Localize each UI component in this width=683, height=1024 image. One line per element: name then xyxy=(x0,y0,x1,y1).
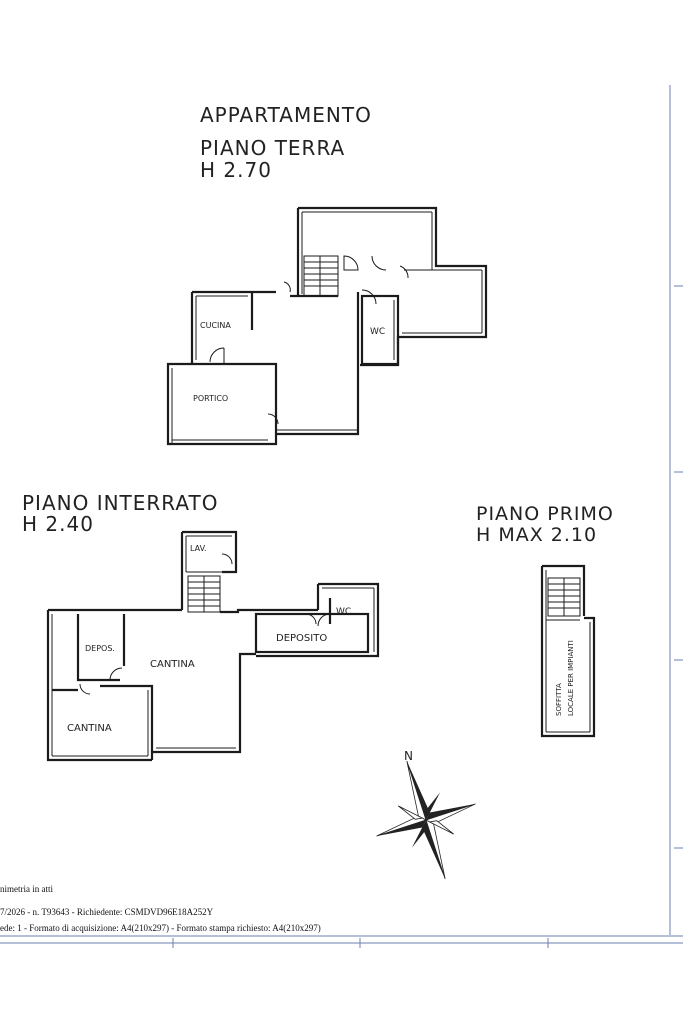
room-label-portico: PORTICO xyxy=(193,394,228,403)
basement-title: PIANO INTERRATO xyxy=(22,491,218,515)
footer-line-2: 7/2026 - n. T93643 - Richiedente: CSMDVD… xyxy=(0,907,214,917)
first-floor-title: PIANO PRIMO xyxy=(476,503,614,525)
basement-stair-treads xyxy=(188,576,220,612)
room-label-cantina-small: CANTINA xyxy=(67,723,112,734)
sheet-border xyxy=(0,85,683,948)
ground-floor-height: H 2.70 xyxy=(200,158,272,182)
compass-north-label: N xyxy=(404,749,413,763)
footer-line-1: nimetria in atti xyxy=(0,884,53,894)
room-label-deposito: DEPOSITO xyxy=(276,633,327,644)
room-label-depos: DEPOS. xyxy=(85,644,115,653)
room-label-cantina-main: CANTINA xyxy=(150,659,195,670)
ground-floor-plan xyxy=(166,206,488,446)
basement-plan xyxy=(46,530,380,762)
compass-rose-icon xyxy=(376,760,476,880)
room-label-wc-ground: WC xyxy=(370,327,385,337)
room-label-cucina: CUCINA xyxy=(200,321,231,330)
apartment-title: APPARTAMENTO xyxy=(200,103,372,127)
room-label-soffitta: SOFFITTA xyxy=(555,683,563,716)
room-label-wc-basement: WC xyxy=(336,607,351,617)
room-label-locale-impianti: LOCALE PER IMPIANTI xyxy=(567,640,575,716)
footer-line-3: ede: 1 - Formato di acquisizione: A4(210… xyxy=(0,923,321,933)
first-floor-plan xyxy=(540,564,596,738)
stair-treads xyxy=(304,256,338,296)
room-label-lav: LAV. xyxy=(190,544,207,553)
first-floor-height: H MAX 2.10 xyxy=(476,524,597,546)
basement-height: H 2.40 xyxy=(22,512,94,536)
first-floor-stair-treads xyxy=(548,578,580,616)
ground-floor-title: PIANO TERRA xyxy=(200,136,345,160)
